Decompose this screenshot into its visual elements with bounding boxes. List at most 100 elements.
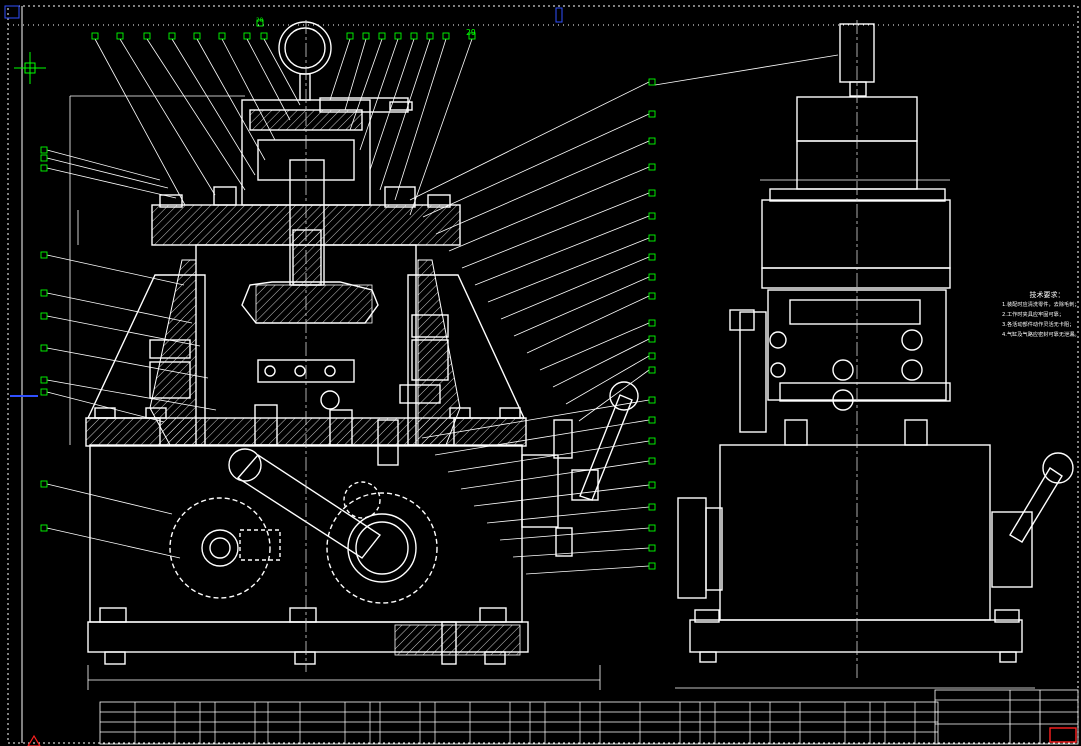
leader-left-1 [46,149,161,181]
leader-right-19 [473,484,650,507]
balloon-right-17 [648,437,656,445]
leader-right-20 [486,506,650,524]
leader-top-5 [196,38,266,161]
balloon-right-2 [648,110,656,118]
technical-requirement-1: 1.装配时应清洗零件，去除毛刺； [1002,302,1080,308]
balloon-right-20 [648,503,656,511]
leader-right-1 [409,81,650,201]
balloon-left-7 [40,344,48,352]
balloon-top-8 [260,32,268,40]
technical-requirement-4: 4.气缸及气路应密封可靠无泄漏。 [1002,332,1080,338]
balloon-right-11 [648,319,656,327]
leader-top-9 [329,38,351,101]
leader-right-3 [435,140,650,235]
leader-right-11 [539,322,650,371]
leader-right-7 [487,237,650,303]
balloon-right-8 [648,253,656,261]
leader-top-3 [146,38,246,191]
front-view [69,21,639,690]
leader-right-17 [447,440,650,473]
leader-top-16 [409,38,473,216]
balloon-right-7 [648,234,656,242]
leader-right-6 [474,215,650,286]
balloon-label-29: 29 [466,28,476,37]
balloon-top-1 [91,32,99,40]
leader-left-9 [46,391,165,423]
balloon-top-14 [426,32,434,40]
balloon-right-5 [648,189,656,197]
balloon-top-7 [243,32,251,40]
balloon-right-23 [648,562,656,570]
balloon-right-21 [648,524,656,532]
balloon-left-2 [40,154,48,162]
balloon-right-3 [648,137,656,145]
leader-top-8 [263,38,301,106]
leader-right-15 [421,399,650,439]
balloon-markers [40,19,656,570]
leader-left-11 [46,527,181,559]
balloon-left-9 [40,388,48,396]
balloon-right-13 [648,352,656,360]
leader-top-2 [119,38,216,196]
leader-right-13 [565,355,650,405]
leader-right-23 [525,565,650,575]
balloon-top-6 [218,32,226,40]
balloon-left-4 [40,251,48,259]
balloon-right-1 [648,78,656,86]
technical-requirement-3: 3.各活动部件动作灵活无卡阻； [1002,322,1075,328]
balloon-top-9 [346,32,354,40]
balloon-top-3 [143,32,151,40]
leader-left-4 [46,254,185,286]
leader-left-6 [46,315,201,347]
balloon-top-11 [378,32,386,40]
leader-right-9 [513,276,650,337]
balloon-right-16 [648,416,656,424]
balloon-right-18 [648,457,656,465]
balloon-left-8 [40,376,48,384]
balloon-top-10 [362,32,370,40]
leader-right-12 [552,338,650,388]
leader-top-1 [94,38,186,206]
drawing-frame [4,5,1079,744]
balloon-right-14 [648,366,656,374]
leader-right-8 [500,256,650,320]
balloon-right-9 [648,273,656,281]
balloon-left-1 [40,146,48,154]
technical-requirement-2: 2.工作时夹具应牢固可靠； [1002,312,1065,318]
technical-requirements: 技术要求： 1.装配时应清洗零件，去除毛刺； 2.工作时夹具应牢固可靠； 3.各… [1002,290,1080,340]
leader-left-8 [46,379,217,411]
leader-top-11 [349,38,383,131]
balloon-top-tag [256,19,264,27]
balloon-top-5 [193,32,201,40]
balloon-left-10 [40,480,48,488]
balloon-left-3 [40,164,48,172]
leader-right-14 [578,369,650,422]
leader-left-7 [46,347,209,379]
leader-right-16 [434,419,650,456]
leader-top-15 [394,38,447,201]
balloon-right-4 [648,163,656,171]
balloon-right-22 [648,544,656,552]
title-block-stamp [1049,727,1077,743]
leader-top-14 [379,38,431,191]
leader-right-10 [526,295,650,354]
leader-right-21 [499,527,650,541]
balloon-top-4 [168,32,176,40]
leader-top-7 [246,38,291,121]
balloon-top-16 [468,32,476,40]
leader-top-10 [344,38,367,111]
leader-top-12 [359,38,399,151]
balloon-right-6 [648,212,656,220]
origin-marker-icon [27,734,41,746]
balloon-left-11 [40,524,48,532]
balloon-right-12 [648,335,656,343]
balloon-right-15 [648,396,656,404]
balloon-top-12 [394,32,402,40]
leader-top-4 [171,38,256,176]
leader-side-1 [654,54,839,86]
balloon-tag: 20 [256,17,264,24]
balloon-right-19 [648,481,656,489]
leader-left-10 [46,483,173,515]
